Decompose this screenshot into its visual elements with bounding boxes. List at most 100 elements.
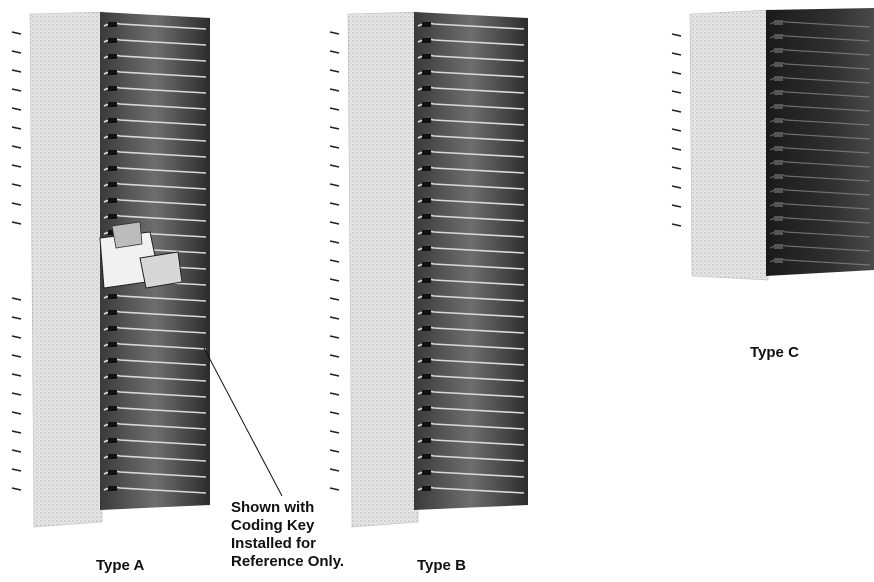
contact-clip xyxy=(422,38,431,43)
contact-clip xyxy=(422,102,431,107)
contact-clip xyxy=(774,76,783,81)
contact-clip xyxy=(774,174,783,179)
contact-clip xyxy=(422,246,431,251)
contact-clip xyxy=(108,198,117,203)
contact-clip xyxy=(774,34,783,39)
pin-tick xyxy=(11,354,22,358)
contact-clip xyxy=(422,262,431,267)
contact-clip xyxy=(774,90,783,95)
pin-tick xyxy=(11,373,22,377)
pin-tick xyxy=(329,487,340,491)
pin-tick xyxy=(11,126,22,130)
contact-clip xyxy=(774,230,783,235)
contact-clip xyxy=(422,294,431,299)
pin-tick xyxy=(671,204,682,208)
contact-clip xyxy=(422,422,431,427)
pin-tick xyxy=(11,392,22,396)
pin-tick xyxy=(329,316,340,320)
connector-type-c xyxy=(671,8,874,281)
connector-type-a xyxy=(11,11,210,528)
pin-tick xyxy=(11,183,22,187)
contact-clip xyxy=(422,230,431,235)
pin-tick xyxy=(671,147,682,151)
pin-tick xyxy=(11,31,22,35)
pin-tick xyxy=(11,411,22,415)
pin-tick xyxy=(329,31,340,35)
pin-tick xyxy=(329,354,340,358)
pin-tick xyxy=(11,88,22,92)
contact-clip xyxy=(422,70,431,75)
pin-tick xyxy=(329,164,340,168)
contact-clip xyxy=(108,438,117,443)
pin-tick xyxy=(671,90,682,94)
pin-tick xyxy=(11,316,22,320)
pin-tick xyxy=(329,183,340,187)
contact-clip xyxy=(422,182,431,187)
contact-clip xyxy=(108,22,117,27)
pin-tick xyxy=(329,107,340,111)
contact-clip xyxy=(108,390,117,395)
pin-tick xyxy=(329,297,340,301)
contact-clip xyxy=(774,146,783,151)
pin-tick xyxy=(11,69,22,73)
callout-leader-line xyxy=(203,347,283,497)
contact-clip xyxy=(774,20,783,25)
contact-clip xyxy=(422,198,431,203)
contact-clip xyxy=(108,342,117,347)
contact-clip xyxy=(108,150,117,155)
pin-tick xyxy=(329,221,340,225)
type-c-label: Type C xyxy=(750,344,799,361)
contact-clip xyxy=(108,182,117,187)
callout-line-1: Shown with xyxy=(231,499,315,516)
contact-clip xyxy=(108,38,117,43)
contact-clip xyxy=(108,54,117,59)
contact-clip xyxy=(108,294,117,299)
pin-tick xyxy=(11,468,22,472)
pin-tick xyxy=(11,164,22,168)
pin-tick xyxy=(329,259,340,263)
pin-tick xyxy=(11,107,22,111)
contact-clip xyxy=(422,22,431,27)
pin-tick xyxy=(329,145,340,149)
contact-clip xyxy=(108,406,117,411)
pin-tick xyxy=(329,126,340,130)
contact-clip xyxy=(108,422,117,427)
contact-clip xyxy=(422,214,431,219)
contact-clip xyxy=(422,406,431,411)
contact-clip xyxy=(108,310,117,315)
pin-tick xyxy=(11,202,22,206)
pin-tick xyxy=(329,50,340,54)
contact-clip xyxy=(108,374,117,379)
type-a-label: Type A xyxy=(96,557,145,574)
contact-clip xyxy=(774,188,783,193)
contact-clip xyxy=(422,134,431,139)
callout-line-3: Installed for xyxy=(231,535,317,552)
pin-tick xyxy=(671,33,682,37)
pin-tick xyxy=(329,468,340,472)
contact-clip xyxy=(108,118,117,123)
pin-tick xyxy=(329,240,340,244)
contact-clip xyxy=(108,166,117,171)
pin-tick xyxy=(329,335,340,339)
pin-tick xyxy=(329,69,340,73)
contact-clip xyxy=(422,470,431,475)
contact-clip xyxy=(422,54,431,59)
callout-line-4: Reference Only. xyxy=(231,553,345,570)
pin-tick xyxy=(329,411,340,415)
pin-tick xyxy=(671,185,682,189)
contact-clip xyxy=(422,342,431,347)
contact-clip xyxy=(422,150,431,155)
contact-clip xyxy=(108,214,117,219)
pin-tick xyxy=(671,52,682,56)
contact-clip xyxy=(774,118,783,123)
contact-clip xyxy=(422,118,431,123)
contact-clip xyxy=(108,454,117,459)
type-b-label: Type B xyxy=(417,557,466,574)
contact-clip xyxy=(108,326,117,331)
contact-clip xyxy=(422,454,431,459)
contact-clip xyxy=(422,374,431,379)
contact-clip xyxy=(108,230,117,235)
pin-tick xyxy=(11,297,22,301)
